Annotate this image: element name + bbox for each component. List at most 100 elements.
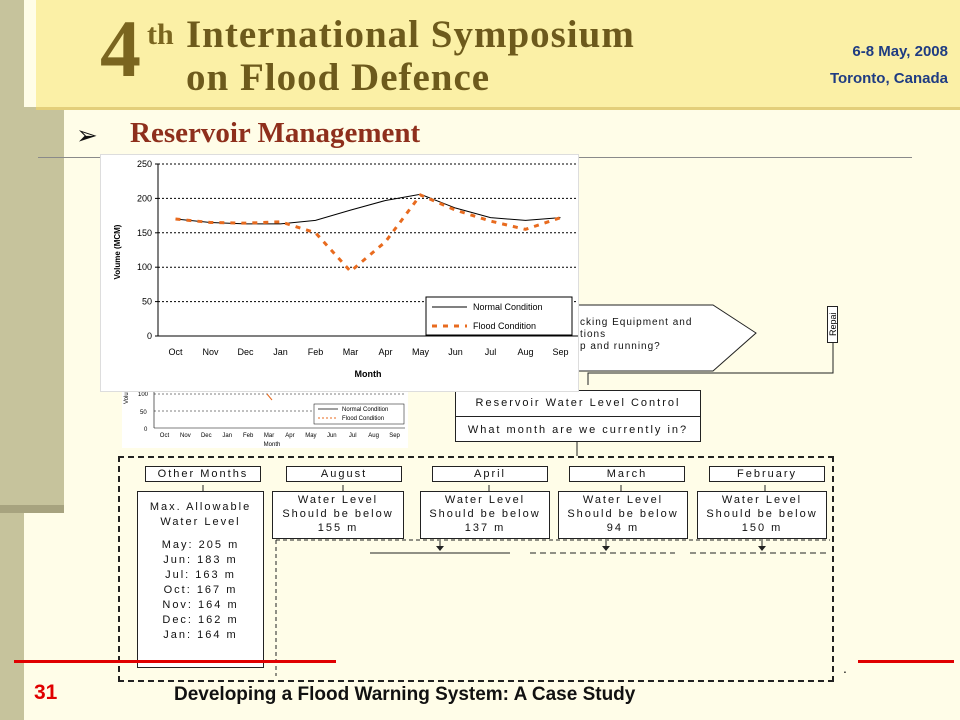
chart-legend: Normal Condition Flood Condition <box>425 296 573 336</box>
y-tick-label: 150 <box>137 228 152 238</box>
x-tick-label: Mar <box>343 347 359 357</box>
y-tick-label: 0 <box>147 331 152 341</box>
legend-flood-label: Flood Condition <box>473 321 536 331</box>
event-date: 6-8 May, 2008 <box>852 43 948 60</box>
legend-box <box>425 296 573 336</box>
small-chart-x-tick: May <box>305 433 316 439</box>
march-action-arrow-icon <box>602 546 610 551</box>
left-decorative-shadow <box>0 505 64 513</box>
legend-normal-label: Normal Condition <box>473 302 543 312</box>
february-threshold-box: Water Level Should be below 150 m <box>697 491 827 539</box>
threshold-line: Should be below <box>706 508 818 520</box>
x-tick-label: May <box>412 347 430 357</box>
april-label: April <box>432 466 548 482</box>
x-tick-label: Sep <box>552 347 568 357</box>
small-chart-ylabel: Volu <box>124 392 130 404</box>
small-chart-legend-normal: Normal Condition <box>342 407 388 413</box>
banner-title-line1: International Symposium <box>186 13 635 56</box>
event-location: Toronto, Canada <box>829 70 948 87</box>
threshold-line: Water Level <box>582 494 664 506</box>
max-level-item: Jun: 183 m <box>163 554 238 566</box>
other-months-label: Other Months <box>145 466 261 482</box>
small-chart-x-tick: Nov <box>180 433 191 439</box>
march-threshold-box: Water Level Should be below 94 m <box>558 491 688 539</box>
max-level-item: Jul: 163 m <box>165 569 236 581</box>
decision-line3: p and running? <box>580 341 661 352</box>
footer-title: Developing a Flood Warning System: A Cas… <box>174 684 636 705</box>
threshold-line: Should be below <box>429 508 541 520</box>
threshold-value: 155 m <box>317 522 359 534</box>
x-tick-label: Aug <box>517 347 533 357</box>
chart-axes <box>157 164 578 337</box>
small-chart-xlabel: Month <box>264 442 281 448</box>
august-threshold-box: Water Level Should be below 155 m <box>272 491 404 539</box>
chart-y-axis-label: Volume (MCM) <box>113 224 122 279</box>
decision-question: cking Equipment and tions p and running? <box>580 317 692 353</box>
decision-line1: cking Equipment and <box>580 317 693 328</box>
small-chart-x-tick: Dec <box>201 433 212 439</box>
y-tick-label: 100 <box>137 262 152 272</box>
small-chart-x-tick: Mar <box>264 433 274 439</box>
small-chart-x-tick: Jan <box>222 433 232 439</box>
small-chart-x-tick: Sep <box>389 433 400 439</box>
threshold-value: 94 m <box>606 522 640 534</box>
decision-line2: tions <box>580 329 607 340</box>
april-action-arrow-icon <box>436 546 444 551</box>
april-threshold-box: Water Level Should be below 137 m <box>420 491 550 539</box>
small-chart-x-tick: Jun <box>327 433 337 439</box>
threshold-line: Should be below <box>567 508 679 520</box>
x-tick-label: Feb <box>308 347 324 357</box>
small-chart-x-tick: Aug <box>368 433 379 439</box>
series-line-normal <box>175 193 561 225</box>
x-tick-label: Oct <box>168 347 183 357</box>
x-tick-label: Dec <box>237 347 254 357</box>
threshold-line: Water Level <box>721 494 803 506</box>
max-level-item: Nov: 164 m <box>162 599 239 611</box>
threshold-line: Should be below <box>282 508 394 520</box>
august-label: August <box>286 466 402 482</box>
threshold-line: Water Level <box>444 494 526 506</box>
small-chart-svg: Volu 100 50 0 Normal Condition Flood Con… <box>124 388 405 448</box>
banner-title-line2: on Flood Defence <box>186 56 491 99</box>
small-chart-ytick: 100 <box>138 392 149 398</box>
max-level-item: Oct: 167 m <box>163 584 238 596</box>
arrow-bullet-icon: ➢ <box>76 120 98 150</box>
section-title: Reservoir Management <box>130 117 421 149</box>
small-chart-ytick: 0 <box>144 427 148 433</box>
small-chart-x-tick: Jul <box>349 433 357 439</box>
max-level-item: Dec: 162 m <box>162 614 239 626</box>
small-chart-flood-line <box>266 393 273 401</box>
x-tick-label: Nov <box>202 347 219 357</box>
reservoir-control-question: What month are we currently in? <box>467 424 689 436</box>
max-level-heading: Max. Allowable <box>149 501 252 513</box>
chart-gridlines <box>158 163 578 303</box>
chart-series <box>175 193 561 274</box>
small-chart-x-tick: Feb <box>243 433 254 439</box>
page-number: 31 <box>34 681 58 704</box>
max-level-item: Jan: 164 m <box>163 629 238 641</box>
footer-rule-left <box>14 660 336 663</box>
small-chart-legend-flood: Flood Condition <box>342 416 384 422</box>
left-decorative-block <box>24 107 64 512</box>
reservoir-control-divider <box>456 416 700 417</box>
footer-dot: . <box>843 660 847 676</box>
x-tick-label: Apr <box>378 347 392 357</box>
reservoir-control-box: Reservoir Water Level Control What month… <box>455 390 701 442</box>
threshold-value: 150 m <box>741 522 783 534</box>
ordinal-number: 4 <box>100 3 141 94</box>
repair-connector <box>587 343 834 385</box>
small-chart-x-tick: Apr <box>285 433 294 439</box>
threshold-line: Water Level <box>297 494 379 506</box>
month-options-group <box>118 456 834 682</box>
small-chart-ytick: 50 <box>140 410 147 416</box>
x-tick-label: Jan <box>273 347 288 357</box>
left-decorative-bar <box>0 0 24 720</box>
y-tick-label: 200 <box>137 193 152 203</box>
repair-box: Repai <box>827 306 838 343</box>
chart-x-axis-label: Month <box>355 369 382 379</box>
march-label: March <box>569 466 685 482</box>
max-allowable-level-box: Max. Allowable Water Level May: 205 m Ju… <box>137 491 264 668</box>
